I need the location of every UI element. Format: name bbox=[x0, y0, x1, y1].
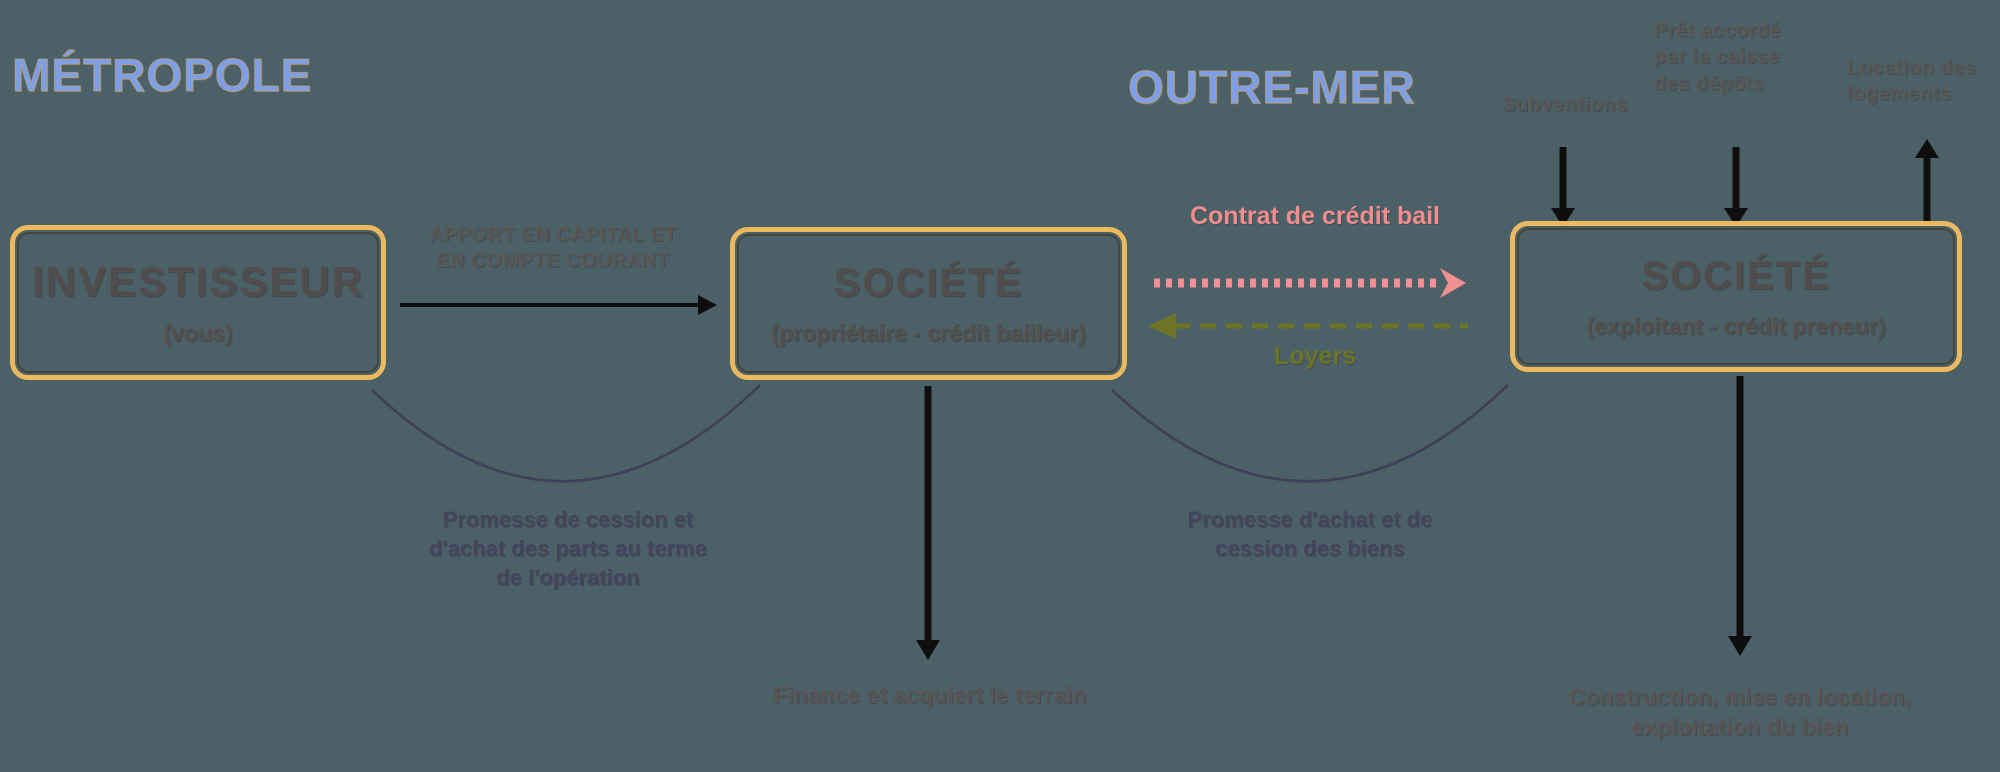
arc-promesse-biens bbox=[1111, 384, 1509, 483]
arrow-construction-down bbox=[1728, 376, 1752, 656]
box-societe-bailleur-title: SOCIÉTÉ bbox=[833, 260, 1024, 305]
arrow-subventions-down bbox=[1551, 147, 1575, 227]
box-investisseur-subtitle: (vous) bbox=[163, 320, 233, 346]
label-promesse-cession-parts: Promesse de cession et d'achat des parts… bbox=[429, 507, 707, 591]
box-investisseur: INVESTISSEUR (vous) bbox=[10, 225, 386, 380]
box-societe-preneur-subtitle: (exploitant - crédit preneur) bbox=[1586, 312, 1886, 339]
arrow-credit-bail-dotted bbox=[1154, 268, 1466, 298]
heading-outre-mer: OUTRE-MER bbox=[1128, 61, 1416, 114]
label-construction-exploitation: Construction, mise en location, exploita… bbox=[1568, 684, 1912, 741]
box-societe-bailleur-subtitle: (propriétaire - crédit bailleur) bbox=[771, 319, 1086, 346]
arrow-loyers-dashed bbox=[1148, 313, 1468, 339]
arrow-capital-right bbox=[400, 295, 717, 315]
box-societe-preneur: SOCIÉTÉ (exploitant - crédit preneur) bbox=[1510, 221, 1962, 372]
arc-promesse-parts bbox=[371, 384, 761, 483]
label-contrat-credit-bail: Contrat de crédit bail bbox=[1189, 202, 1441, 230]
arrow-finance-down bbox=[916, 386, 940, 660]
arrow-pret-down bbox=[1724, 147, 1748, 227]
label-finance-terrain: Finance et acquiert le terrain bbox=[773, 682, 1087, 708]
heading-metropole: MÉTROPOLE bbox=[11, 49, 313, 102]
arrow-location-up bbox=[1915, 139, 1939, 222]
label-apport-capital: APPORT EN CAPITAL ET EN COMPTE COURANT bbox=[428, 224, 678, 273]
label-pret-caisse-depots: Prêt accordé par la caisse des dépôts bbox=[1654, 20, 1782, 95]
label-loyers: Loyers bbox=[1274, 342, 1356, 370]
label-subventions: Subventions bbox=[1502, 94, 1628, 116]
box-societe-preneur-title: SOCIÉTÉ bbox=[1641, 253, 1831, 298]
box-societe-bailleur: SOCIÉTÉ (propriétaire - crédit bailleur) bbox=[730, 227, 1127, 380]
label-location-logements: Location des logements bbox=[1847, 57, 1977, 106]
label-promesse-achat-biens: Promesse d'achat et de cession des biens bbox=[1187, 507, 1433, 562]
box-investisseur-title: INVESTISSEUR bbox=[31, 258, 365, 305]
